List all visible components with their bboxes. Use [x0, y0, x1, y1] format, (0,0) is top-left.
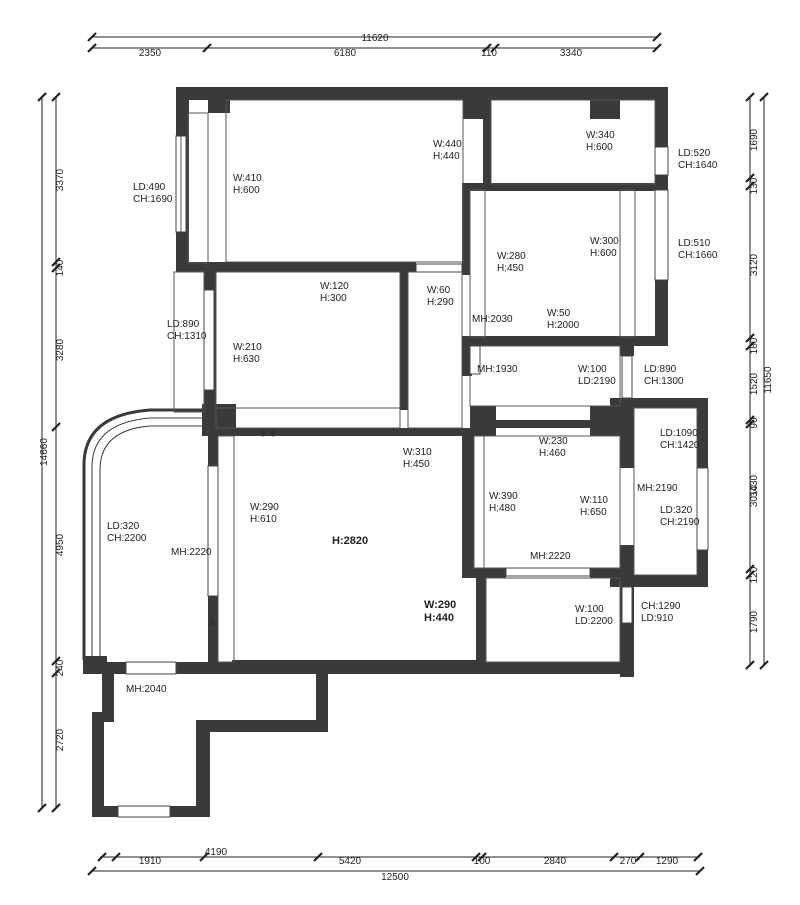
- right-seg-6: 90: [749, 417, 760, 429]
- left-seg-3: 3280: [55, 338, 66, 361]
- interior-lines: [117, 99, 709, 818]
- left2-ld: LD:890: [167, 319, 200, 330]
- bottom-dimensions: 1910 4190 5420 100 2840 270 1290 12500: [87, 847, 705, 883]
- living-width-a: W:310: [403, 447, 432, 458]
- left-dimensions: 14660 3370 140 3280 4950 240 2720: [37, 92, 66, 813]
- left2-width: W:210: [233, 342, 262, 353]
- living-width-b: W:290: [250, 502, 279, 513]
- dining-width-c: W:110: [580, 495, 608, 506]
- top-seg-2: 6180: [334, 48, 357, 59]
- topleft-width: W:410: [233, 173, 262, 184]
- bay-ld: LD:320: [107, 521, 140, 532]
- bottom-seg-6: 270: [620, 856, 637, 867]
- dining-width-b: W:390: [489, 491, 518, 502]
- bed2-width-c: W:50: [547, 308, 571, 319]
- left-total-label: 14660: [39, 438, 50, 466]
- bottom-seg-1: 1910: [139, 856, 162, 867]
- top-dimensions: 11620 2350 6180 110 3340: [87, 32, 662, 59]
- bay-window-arc: [82, 408, 202, 660]
- bottom-seg-7: 1290: [656, 856, 679, 867]
- right-seg-3: 3120: [749, 253, 760, 276]
- balcony-mh: MH:2190: [637, 483, 678, 494]
- dining-height-a: H:460: [539, 448, 566, 459]
- bath-width: W:100: [578, 364, 607, 375]
- right-seg-8: 3010: [749, 484, 760, 507]
- bottom-total-label: 12500: [381, 872, 409, 883]
- balcony-ld: LD:1090: [660, 428, 698, 439]
- right-seg-10: 1790: [749, 610, 760, 633]
- bath-ld: LD:2190: [578, 376, 616, 387]
- bay-ch: CH:2200: [107, 533, 147, 544]
- bath-ld2: LD:890: [644, 364, 677, 375]
- left-seg-1: 3370: [55, 168, 66, 191]
- topright-ld: LD:520: [678, 148, 711, 159]
- top-total-label: 11620: [361, 33, 389, 44]
- bottom-seg-4: 100: [474, 856, 491, 867]
- room-labels: W:440 H:440 W:340 H:600 LD:520 CH:1640 W…: [107, 130, 718, 695]
- dining-height-c: H:650: [580, 507, 607, 518]
- balcony-ld2: LD:320: [660, 505, 693, 516]
- living-height-b: H:610: [250, 514, 277, 525]
- balcony-ch2: CH:2190: [660, 517, 700, 528]
- hall-height: H:300: [320, 293, 347, 304]
- topleft-ch: CH:1690: [133, 194, 173, 205]
- left-seg-5: 240: [55, 659, 66, 676]
- living-ceiling-height: H:2820: [332, 535, 368, 547]
- top-seg-4: 3340: [560, 48, 583, 59]
- bed2-height-c: H:2000: [547, 320, 580, 331]
- left-seg-6: 2720: [55, 728, 66, 751]
- bath-ch2: CH:1300: [644, 376, 684, 387]
- hall2-height: H:290: [427, 297, 454, 308]
- right-total-label: 11650: [763, 366, 774, 394]
- left-seg-2: 140: [55, 259, 66, 276]
- topright-height: H:600: [586, 142, 613, 153]
- topleft-height: H:600: [233, 185, 260, 196]
- hall-width: W:120: [320, 281, 349, 292]
- left-seg-4: 4950: [55, 533, 66, 556]
- bed2-ld: LD:510: [678, 238, 711, 249]
- bed2-height-a: H:450: [497, 263, 524, 274]
- kitchen-width: W:100: [575, 604, 604, 615]
- bed2-width-b: W:300: [590, 236, 619, 247]
- bed2-width-a: W:280: [497, 251, 526, 262]
- living-height-a: H:450: [403, 459, 430, 470]
- bottom-seg-3: 5420: [339, 856, 362, 867]
- right-seg-4: 180: [749, 337, 760, 354]
- right-dimensions: 1690 130 3120 180 1520 90 3430 3010 120 …: [745, 92, 774, 670]
- right-seg-9: 120: [749, 566, 760, 583]
- kitchen-ch: CH:1290: [641, 601, 681, 612]
- right-seg-5: 1520: [749, 372, 760, 395]
- bed2-mh: MH:2030: [472, 314, 513, 325]
- right-seg-2: 130: [749, 177, 760, 194]
- topmid-height: H:440: [433, 151, 460, 162]
- topleft-ld: LD:490: [133, 182, 166, 193]
- bottom-seg-2: 4190: [205, 847, 228, 858]
- right-seg-1: 1690: [749, 128, 760, 151]
- bath-mh: MH:1930: [477, 364, 518, 375]
- balcony-ch: CH:1420: [660, 440, 700, 451]
- topright-width: W:340: [586, 130, 615, 141]
- top-seg-1: 2350: [139, 48, 162, 59]
- bed2-ch: CH:1660: [678, 250, 718, 261]
- left2-height: H:630: [233, 354, 260, 365]
- hall2-width: W:60: [427, 285, 451, 296]
- dining-height-b: H:480: [489, 503, 516, 514]
- right-seg-7: 3430: [749, 474, 760, 497]
- top-seg-3: 110: [481, 48, 497, 59]
- bay-mh: MH:2220: [171, 547, 212, 558]
- entry-mh: MH:2040: [126, 684, 167, 695]
- topmid-width: W:440: [433, 139, 462, 150]
- dining-mh: MH:2220: [530, 551, 571, 562]
- left2-ch: CH:1310: [167, 331, 207, 342]
- kitchen-ld: LD:2200: [575, 616, 613, 627]
- bed2-height-b: H:600: [590, 248, 617, 259]
- bottom-seg-5: 2840: [544, 856, 567, 867]
- living-width-c: W:290: [424, 599, 456, 611]
- topright-ch: CH:1640: [678, 160, 718, 171]
- dining-width-a: W:230: [539, 436, 568, 447]
- living-height-c: H:440: [424, 612, 454, 624]
- kitchen-ld2: LD:910: [641, 613, 674, 624]
